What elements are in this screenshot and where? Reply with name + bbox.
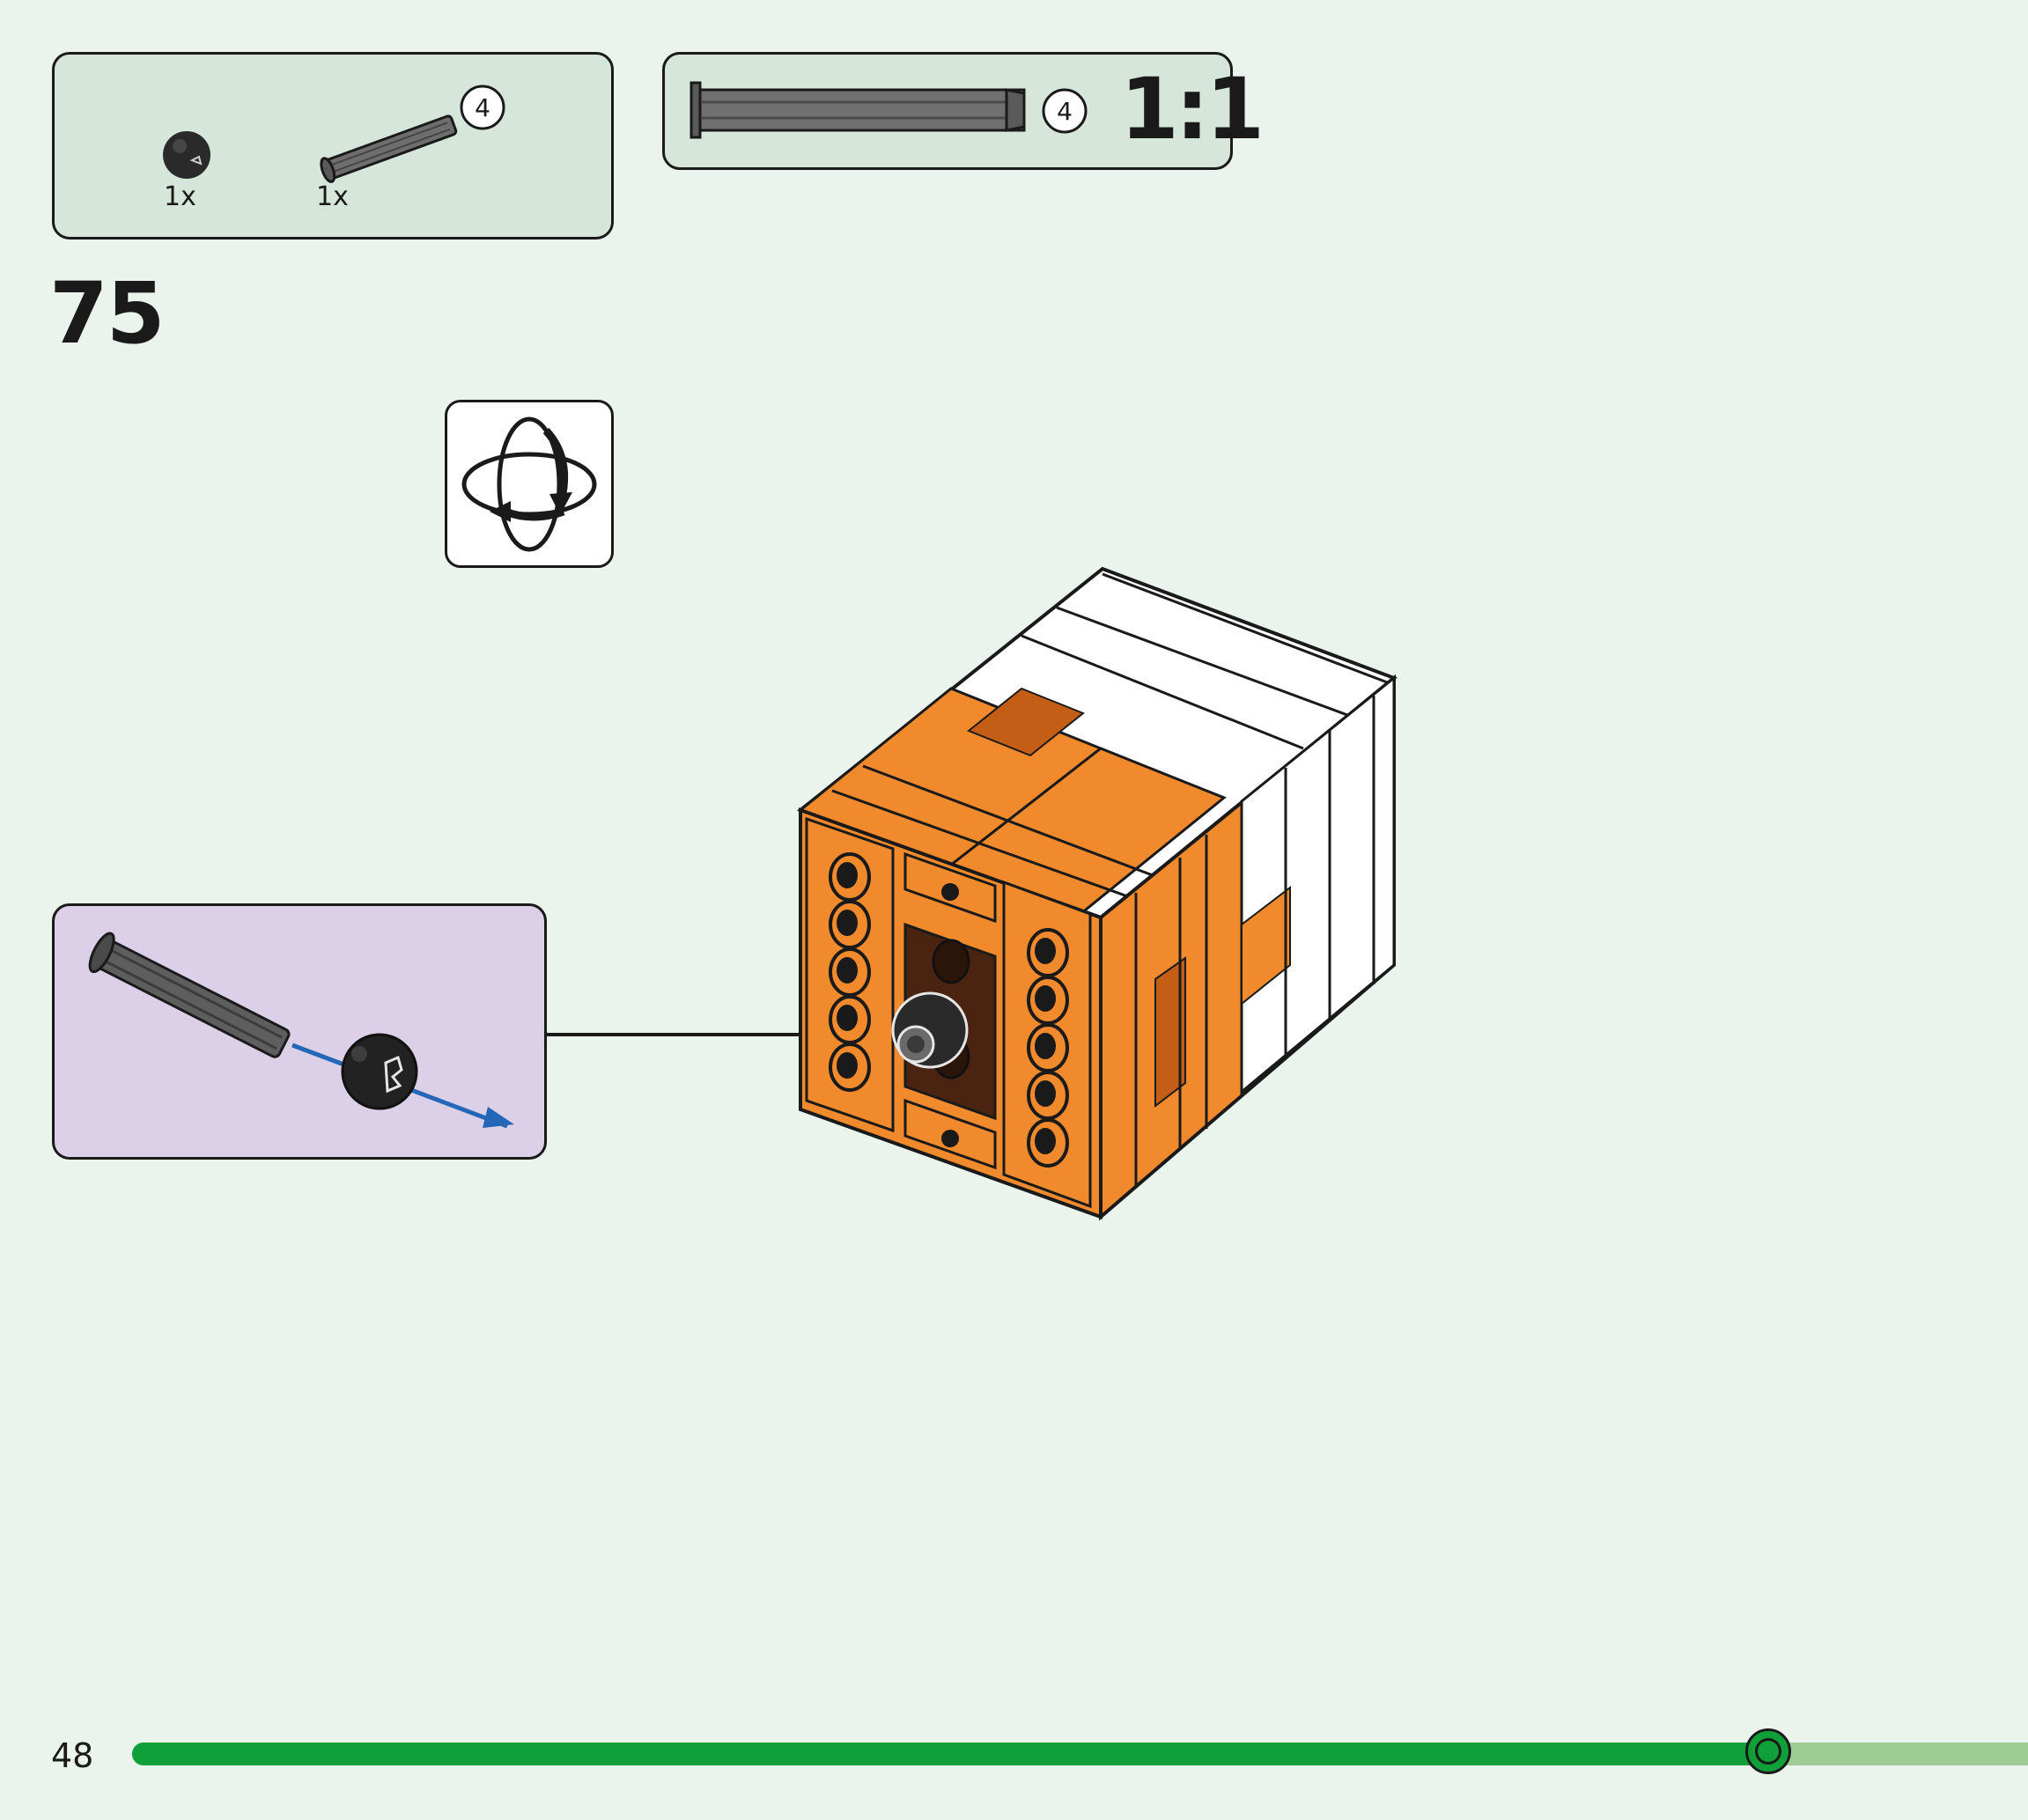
scale-ratio-label: 1:1	[1120, 60, 1265, 158]
build-progress-marker	[1745, 1728, 1792, 1774]
axle-pin-part-icon	[320, 114, 458, 183]
length-callout-badge: 4	[460, 85, 505, 130]
step-number: 75	[49, 264, 166, 363]
svg-text:4: 4	[475, 93, 490, 122]
subassembly-illustration	[88, 932, 514, 1129]
axle-scale-icon	[690, 81, 1026, 139]
model-illustration	[547, 566, 1397, 1221]
page-number: 48	[51, 1736, 94, 1775]
ball-joint-quantity: 1x	[164, 181, 196, 212]
axle-pin-quantity: 1x	[316, 181, 349, 212]
subassembly-detail-panel	[52, 903, 547, 1160]
insert-arrow-icon	[483, 1107, 514, 1128]
scale-length-badge: 4	[1042, 88, 1088, 134]
axle-pin-icon	[88, 932, 291, 1058]
svg-text:4: 4	[1057, 97, 1073, 126]
build-progress-fill	[132, 1743, 1769, 1765]
ball-joint-part-icon	[163, 131, 210, 179]
parts-list-panel: 1x 1x 4	[52, 52, 614, 239]
ball-joint-placement-icon	[891, 991, 969, 1069]
ball-joint-icon	[341, 1033, 418, 1110]
scale-reference-panel: 4	[662, 52, 1233, 170]
rotate-icon	[461, 416, 597, 552]
build-progress-bar	[132, 1728, 2028, 1774]
rotate-model-panel	[445, 400, 614, 568]
